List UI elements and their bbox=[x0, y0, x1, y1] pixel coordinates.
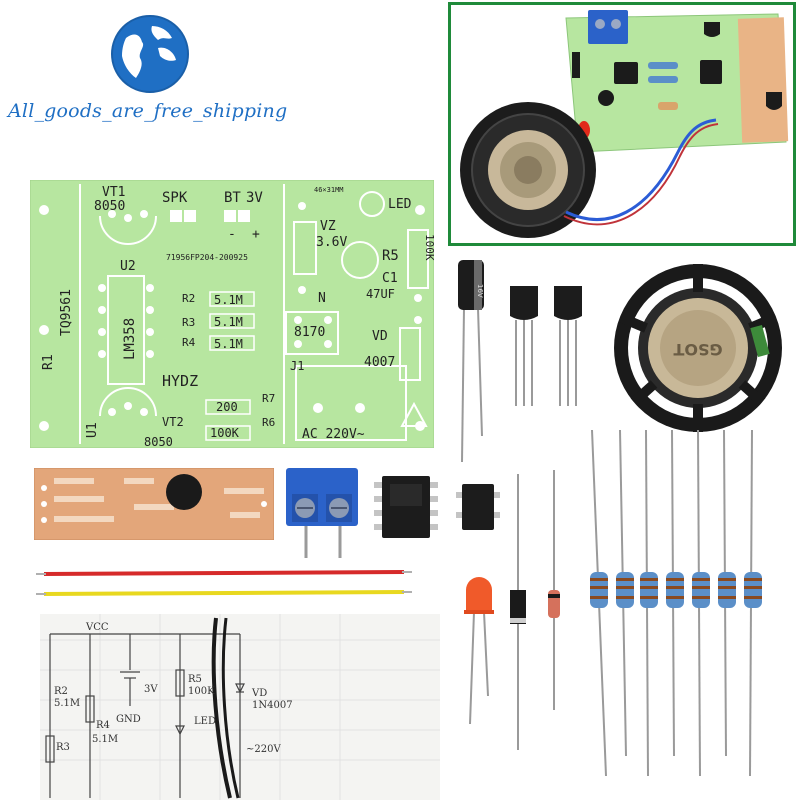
assembled-kit-photo bbox=[448, 2, 796, 246]
sch-led: LED bbox=[194, 716, 216, 727]
pcb-r4: R4 bbox=[182, 336, 196, 349]
pcb-r2: R2 bbox=[182, 292, 195, 305]
sch-r4: R4 bbox=[96, 720, 110, 731]
screw-terminal bbox=[286, 468, 358, 558]
brand-tagline: All_goods_are_free_shipping bbox=[8, 100, 288, 122]
sch-r5-val: 100K bbox=[188, 686, 215, 697]
sch-r5: R5 bbox=[188, 674, 202, 685]
sch-vcc: VCC bbox=[85, 622, 109, 633]
pcb-r7-val: 200 bbox=[216, 400, 238, 414]
globe-logo-icon bbox=[111, 15, 189, 93]
pcb-vt2-part: 8050 bbox=[144, 435, 173, 448]
led-component bbox=[464, 577, 494, 725]
pcb-bt: BT bbox=[224, 190, 241, 206]
pcb-vd: VD bbox=[372, 329, 388, 344]
pcb-r5: R5 bbox=[382, 248, 399, 264]
pcb-r7: R7 bbox=[262, 392, 275, 405]
pcb-bt-minus: - bbox=[228, 227, 236, 242]
pcb-n: N bbox=[318, 291, 326, 306]
pcb-vz-volt: 3.6V bbox=[316, 235, 347, 250]
pcb-bt-volt: 3V bbox=[246, 190, 263, 206]
capacitor-label: 16V bbox=[476, 284, 484, 298]
pcb-led: LED bbox=[388, 197, 412, 212]
sch-bt: 3V bbox=[144, 684, 158, 695]
pcb-vt1: VT1 bbox=[102, 185, 125, 200]
resistors bbox=[590, 429, 762, 777]
pcb-tq: TQ9561 bbox=[59, 289, 74, 336]
pcb-n-val: 8170 bbox=[294, 325, 325, 340]
sch-gnd: GND bbox=[116, 714, 141, 725]
pcb-r5-val: 100K bbox=[423, 234, 434, 261]
pcb-c1: C1 bbox=[382, 271, 398, 286]
pcb-vd-val: 4007 bbox=[364, 355, 395, 370]
sch-r2-val: 5.1M bbox=[54, 698, 80, 709]
pcb-r2-val: 5.1M bbox=[214, 293, 243, 307]
sound-module bbox=[34, 468, 274, 540]
speaker-label: GSOT bbox=[673, 340, 722, 359]
pcb-r6-val: 100K bbox=[210, 426, 240, 440]
sch-r2: R2 bbox=[54, 686, 68, 697]
pcb-vt2: VT2 bbox=[162, 415, 184, 429]
pcb-part-no: 71956FP204-200925 bbox=[166, 253, 248, 262]
pcb-r4-val: 5.1M bbox=[214, 337, 243, 351]
pcb-lm: LM358 bbox=[122, 318, 138, 360]
pcb-ac: AC 220V~ bbox=[302, 427, 365, 442]
pcb-size: 46×31MM bbox=[314, 186, 344, 194]
pcb-spk: SPK bbox=[162, 190, 188, 206]
pcb-vt1-part: 8050 bbox=[94, 199, 125, 214]
optocoupler-chip bbox=[456, 484, 500, 530]
pcb-r3: R3 bbox=[182, 316, 195, 329]
pcb-vz: VZ bbox=[320, 219, 336, 234]
transistors-pair bbox=[510, 286, 582, 406]
jumper-wires bbox=[36, 570, 412, 596]
pcb-u2: U2 bbox=[120, 259, 136, 274]
pcb-r3-val: 5.1M bbox=[214, 315, 243, 329]
sch-r3: R3 bbox=[56, 742, 70, 753]
sch-ac: ~220V bbox=[246, 744, 281, 755]
pcb-bt-plus: + bbox=[252, 227, 260, 242]
ic-chip bbox=[374, 476, 438, 538]
pcb-u1: U1 bbox=[85, 422, 100, 438]
capacitor-component: 16V bbox=[458, 260, 484, 463]
pcb-c1-val: 47UF bbox=[366, 287, 395, 301]
pcb-j1: J1 bbox=[290, 359, 304, 373]
speaker-component: GSOT bbox=[614, 264, 782, 432]
pcb-board: VT1 8050 SPK BT 3V - + 46×31MM LED VZ 3.… bbox=[30, 180, 434, 448]
schematic-sheet: VCC R2 5.1M R4 5.1M R3 3V GND R5 100K LE… bbox=[40, 614, 440, 800]
sch-vd-val: 1N4007 bbox=[252, 700, 293, 711]
pcb-r1: R1 bbox=[41, 354, 56, 370]
sch-r4-val: 5.1M bbox=[92, 734, 118, 745]
sch-vd: VD bbox=[251, 688, 267, 699]
pcb-r6: R6 bbox=[262, 416, 275, 429]
pcb-hydz: HYDZ bbox=[162, 372, 198, 390]
diodes bbox=[510, 470, 560, 750]
